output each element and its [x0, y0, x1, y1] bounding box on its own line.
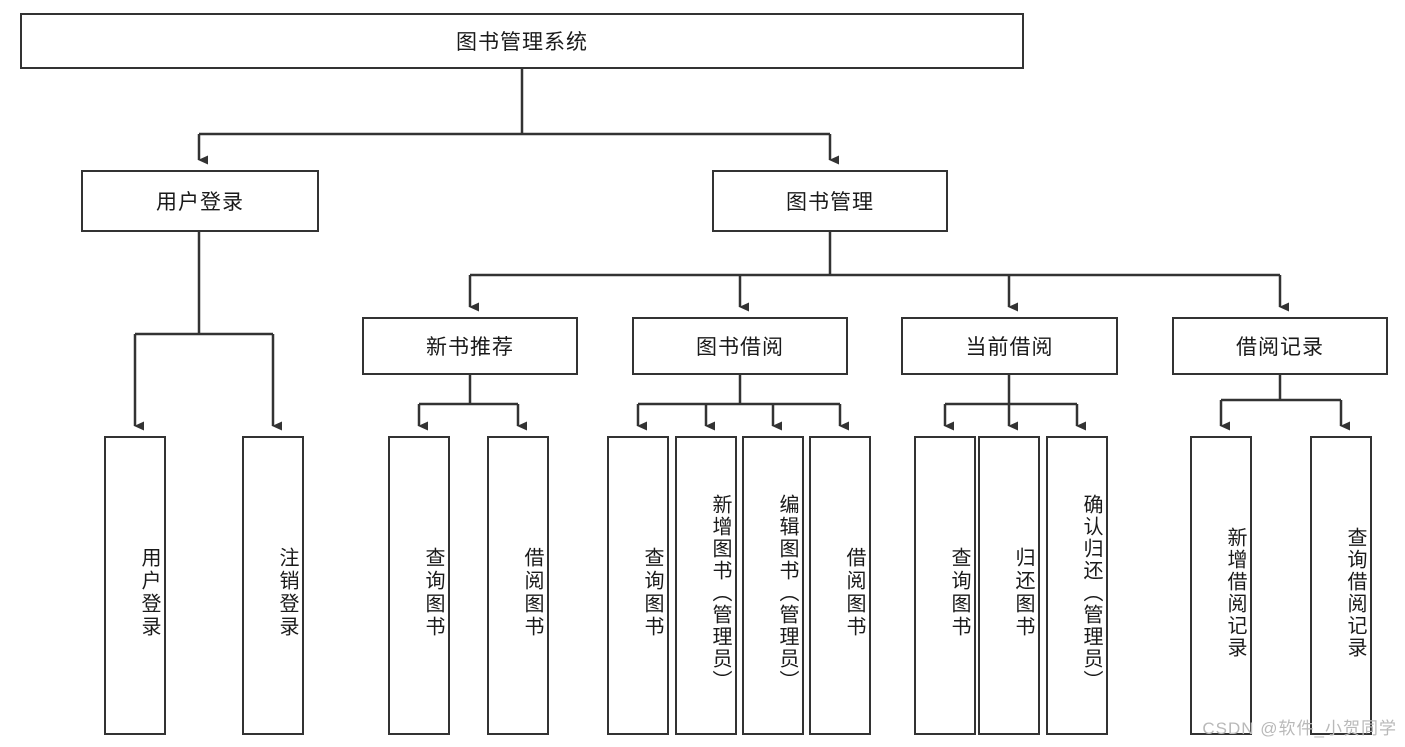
node-leaf-query-record[interactable]: 查询借阅记录 — [1310, 436, 1372, 735]
node-borrow-record[interactable]: 借阅记录 — [1172, 317, 1388, 375]
node-book-borrow[interactable]: 图书借阅 — [632, 317, 848, 375]
node-leaf-user-login[interactable]: 用户登录 — [104, 436, 166, 735]
node-user-login-label: 用户登录 — [156, 191, 244, 214]
node-book-manage[interactable]: 图书管理 — [712, 170, 948, 232]
node-leaf-borrow-book-bb-label: 借阅图书 — [843, 546, 865, 639]
node-leaf-add-record[interactable]: 新增借阅记录 — [1190, 436, 1252, 735]
node-leaf-logout-label: 注销登录 — [276, 546, 298, 639]
node-borrow-record-label: 借阅记录 — [1236, 336, 1324, 359]
node-leaf-logout[interactable]: 注销登录 — [242, 436, 304, 735]
node-root-label: 图书管理系统 — [456, 31, 588, 54]
node-leaf-query-record-label: 查询借阅记录 — [1344, 526, 1366, 659]
node-leaf-return-book-label: 归还图书 — [1012, 546, 1034, 639]
node-leaf-edit-book-label: 编辑图书（管理员） — [776, 493, 798, 692]
node-leaf-edit-book[interactable]: 编辑图书（管理员） — [742, 436, 804, 735]
node-new-book-rec[interactable]: 新书推荐 — [362, 317, 578, 375]
node-leaf-confirm-return-label: 确认归还（管理员） — [1080, 493, 1102, 692]
node-book-manage-label: 图书管理 — [786, 191, 874, 214]
node-leaf-return-book[interactable]: 归还图书 — [978, 436, 1040, 735]
node-root[interactable]: 图书管理系统 — [20, 13, 1024, 69]
node-leaf-add-book[interactable]: 新增图书（管理员） — [675, 436, 737, 735]
node-leaf-query-book-cb-label: 查询图书 — [948, 546, 970, 639]
csdn-watermark: CSDN @软件_小贺同学 — [1202, 719, 1397, 738]
node-leaf-add-record-label: 新增借阅记录 — [1224, 526, 1246, 659]
node-leaf-borrow-book-bb[interactable]: 借阅图书 — [809, 436, 871, 735]
node-current-borrow[interactable]: 当前借阅 — [901, 317, 1118, 375]
node-leaf-query-book-rec[interactable]: 查询图书 — [388, 436, 450, 735]
node-leaf-query-book-bb[interactable]: 查询图书 — [607, 436, 669, 735]
node-leaf-borrow-book-rec[interactable]: 借阅图书 — [487, 436, 549, 735]
node-book-borrow-label: 图书借阅 — [696, 336, 784, 359]
node-user-login[interactable]: 用户登录 — [81, 170, 319, 232]
node-leaf-confirm-return[interactable]: 确认归还（管理员） — [1046, 436, 1108, 735]
node-leaf-borrow-book-rec-label: 借阅图书 — [521, 546, 543, 639]
node-leaf-query-book-cb[interactable]: 查询图书 — [914, 436, 976, 735]
node-current-borrow-label: 当前借阅 — [965, 336, 1054, 359]
node-new-book-rec-label: 新书推荐 — [426, 336, 514, 359]
node-leaf-query-book-bb-label: 查询图书 — [641, 546, 663, 639]
node-leaf-query-book-rec-label: 查询图书 — [422, 546, 444, 639]
node-leaf-user-login-label: 用户登录 — [138, 546, 160, 639]
node-leaf-add-book-label: 新增图书（管理员） — [709, 493, 731, 692]
